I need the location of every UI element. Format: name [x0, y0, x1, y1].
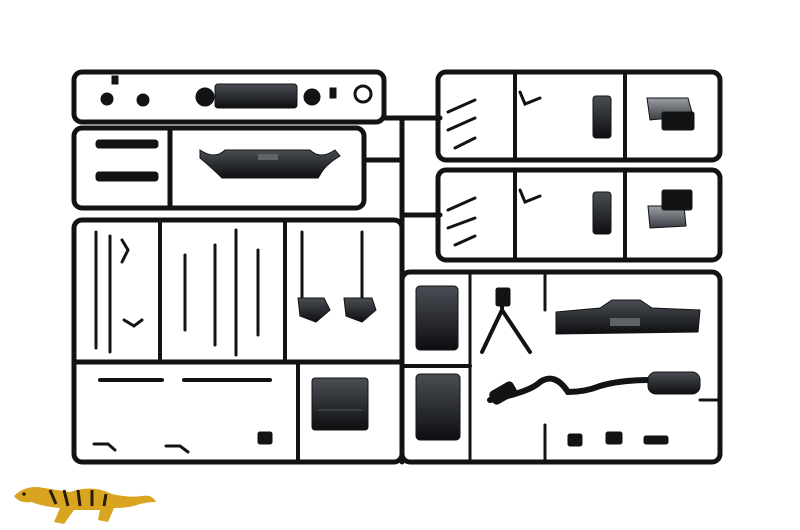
muffler-part	[489, 381, 517, 405]
tab	[258, 154, 278, 160]
linkage-part	[446, 98, 477, 150]
parts-bottom-right	[415, 285, 701, 447]
bar-part	[95, 171, 159, 182]
clip-part	[567, 433, 583, 447]
block-part	[592, 95, 612, 139]
linkage-part	[446, 196, 477, 247]
parts-bottom-left	[92, 228, 377, 454]
hook-part	[120, 238, 130, 264]
clip-part	[605, 431, 623, 445]
wheel-hub-part	[195, 87, 215, 107]
lever-part	[518, 188, 542, 204]
frame-mid-left	[71, 125, 367, 211]
wheel-hub-part	[303, 88, 321, 106]
tiger-logo-eye	[22, 492, 26, 496]
exhaust-pipe-part	[487, 375, 653, 403]
frame-top-left	[71, 69, 387, 125]
stand-head-part	[495, 287, 511, 307]
sprue-runners	[71, 69, 723, 465]
frame-top-right	[435, 69, 723, 163]
shock-mount-part	[297, 297, 331, 323]
tank-part	[311, 377, 369, 431]
knob-part	[353, 84, 373, 104]
seat-part	[415, 285, 459, 351]
parts-top-left	[100, 75, 373, 109]
tiger-logo-body	[14, 487, 156, 524]
knob-part	[136, 93, 150, 107]
block-part	[257, 431, 273, 445]
knob-part	[100, 92, 114, 106]
tiger-logo-stripes	[48, 489, 108, 507]
seat-part	[415, 373, 461, 441]
center-runner	[381, 115, 405, 465]
parts-top-right	[446, 90, 695, 247]
chassis-crossmember-part	[199, 149, 341, 179]
tab	[329, 87, 337, 99]
frame-mid-right	[435, 167, 723, 263]
bracket-dark-part	[661, 111, 695, 131]
lever-part	[518, 90, 542, 106]
hook-part	[122, 318, 144, 328]
muffler-part	[647, 371, 701, 395]
shock-mount-part	[343, 297, 377, 323]
engine-cover-detail	[610, 318, 640, 326]
clip-part	[92, 442, 117, 452]
clip-part	[643, 435, 669, 445]
block-part	[592, 191, 612, 235]
bar-part	[95, 139, 159, 149]
bracket-dark-part	[661, 189, 693, 211]
bumper-part	[214, 83, 298, 109]
clip-part	[164, 444, 190, 454]
engine-cover-part	[555, 299, 701, 335]
parts-mid-left	[95, 139, 341, 182]
tiger-logo	[14, 487, 156, 524]
tab	[111, 75, 119, 85]
